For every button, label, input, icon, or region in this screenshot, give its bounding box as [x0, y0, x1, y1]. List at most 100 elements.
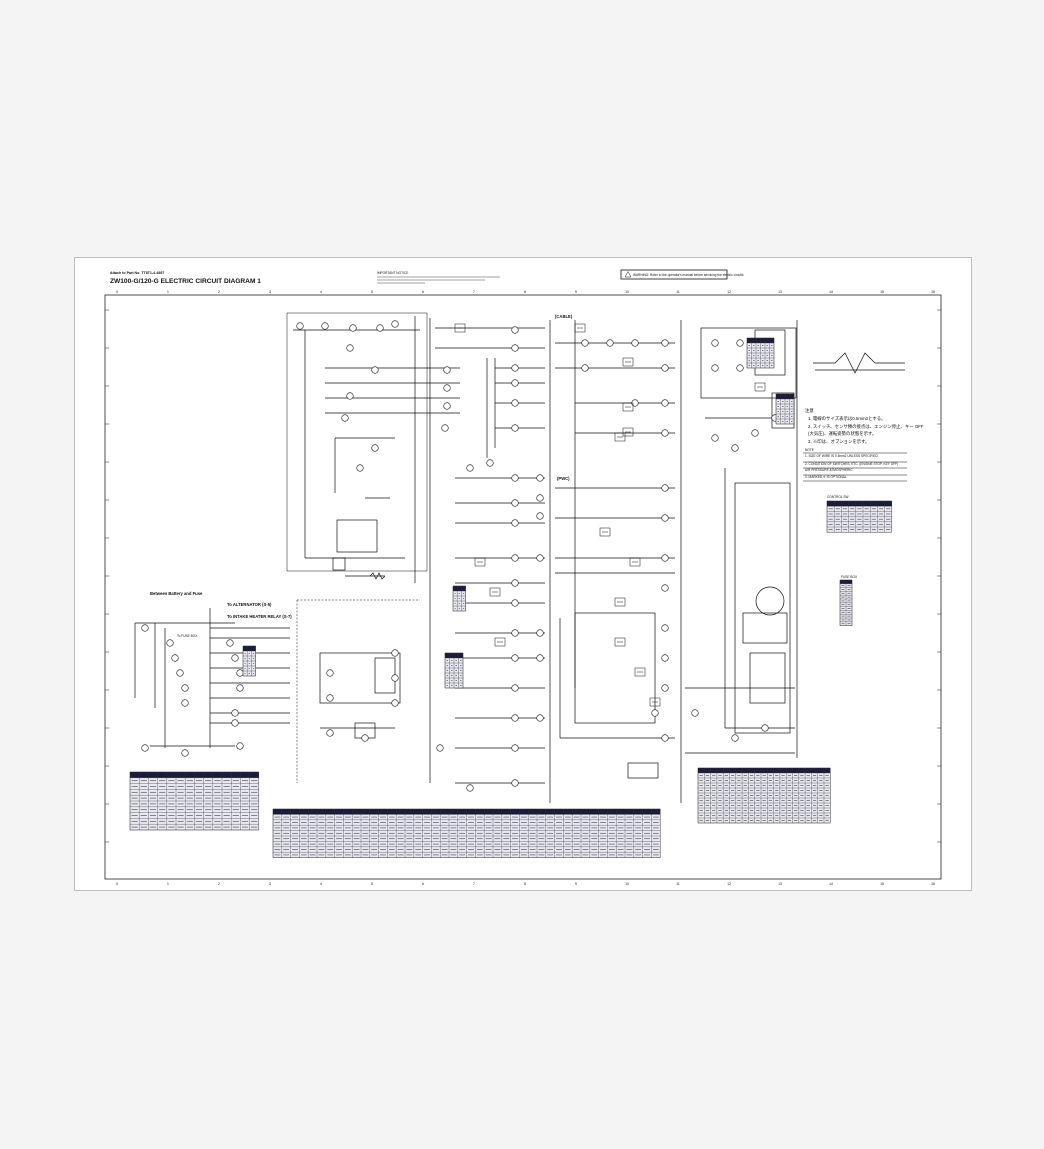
component-terminal-icon [661, 684, 669, 692]
zone-number-top: 3 [269, 290, 271, 294]
relay-icon [474, 557, 486, 567]
component-terminal-icon [391, 320, 399, 328]
component-terminal-icon [736, 364, 744, 372]
component-terminal-icon [236, 669, 244, 677]
part-number: Attach to Part No. TT8T1-4-4897 [110, 271, 164, 275]
intake-heater-label: To INTAKE HEATER RELAY (S-7) [227, 614, 292, 619]
connector-table-3 [444, 652, 464, 689]
relay-icon [629, 557, 641, 567]
alternator-label: To ALTERNATOR (S-5) [227, 602, 272, 607]
component-terminal-icon [466, 784, 474, 792]
zone-col-left [105, 309, 109, 843]
component-terminal-icon [443, 384, 451, 392]
component-terminal-icon [581, 364, 589, 372]
component-terminal-icon [511, 519, 519, 527]
note-line-1: 1. 電線のサイズ表示は0.5mm2とする。 [808, 415, 886, 422]
component-terminal-icon [711, 364, 719, 372]
zone-number-top: 6 [422, 290, 424, 294]
connector-table-2 [775, 393, 795, 425]
component-terminal-icon [661, 484, 669, 492]
zone-number-top: 10 [625, 290, 629, 294]
zone-number-top: 16 [931, 290, 935, 294]
component-terminal-icon [391, 649, 399, 657]
relay-icon [622, 427, 634, 437]
relay-icon [614, 597, 626, 607]
fuse-box-label: To FUSE BOX [177, 634, 198, 638]
relay-icon [489, 587, 501, 597]
fuse-box-table [839, 579, 853, 626]
battery-block-label: Between Battery and Fuse [150, 591, 203, 596]
component-terminal-icon [181, 749, 189, 757]
component-terminal-icon [661, 429, 669, 437]
component-terminal-icon [226, 639, 234, 647]
english-note-1: 1. SIZE OF WIRE IS 0.5mm2 UNLESS SPECIFI… [805, 454, 879, 458]
component-terminal-icon [326, 694, 334, 702]
component-terminal-icon [536, 474, 544, 482]
zone-number-bottom: 7 [473, 882, 475, 886]
relay-icon [634, 667, 646, 677]
component-terminal-icon [606, 339, 614, 347]
component-terminal-icon [536, 654, 544, 662]
component-terminal-icon [536, 629, 544, 637]
component-terminal-icon [361, 734, 369, 742]
component-terminal-icon [661, 624, 669, 632]
note-line-4: 3. ※印は、オプションを示す。 [808, 438, 870, 445]
zone-number-bottom: 4 [320, 882, 322, 886]
component-terminal-icon [511, 344, 519, 352]
component-terminal-icon [356, 464, 364, 472]
zone-number-bottom: 16 [931, 882, 935, 886]
wire-tables [129, 337, 892, 858]
component-terminal-icon [536, 714, 544, 722]
relay-icon [649, 697, 661, 707]
component-terminal-icon [236, 742, 244, 750]
english-note-4: 3. MARKED ※ IS OPTIONAL. [805, 475, 848, 479]
zone-number-top: 5 [371, 290, 373, 294]
component-terminal-icon [349, 324, 357, 332]
component-terminal-icon [391, 674, 399, 682]
english-note-2: 2. CONDITION OF SWITCHES, ETC. (ENGINE S… [805, 462, 898, 466]
component-terminal-icon [511, 629, 519, 637]
component-terminal-icon [511, 364, 519, 372]
relay-icon [454, 323, 466, 333]
component-terminal-icon [466, 464, 474, 472]
wire-table-left [129, 771, 259, 831]
component-terminal-icon [371, 366, 379, 374]
component-terminal-icon [511, 326, 519, 334]
wire-table-right [697, 767, 831, 824]
fuse-box-caption: FUSE BOX [841, 575, 858, 579]
relay-symbols [454, 323, 766, 707]
component-terminal-icon [511, 474, 519, 482]
component-terminal-icon [691, 709, 699, 717]
zone-number-bottom: 8 [524, 882, 526, 886]
component-terminal-icon [651, 709, 659, 717]
zone-number-top: 12 [727, 290, 731, 294]
warning-text: WARNING: Refer to the operator's manual … [633, 273, 745, 277]
relay-icon [574, 323, 586, 333]
control-sw-label: CONTROL SW [827, 495, 849, 499]
component-terminal-icon [231, 654, 239, 662]
component-terminal-icon [181, 684, 189, 692]
relay-icon [614, 432, 626, 442]
zone-number-top: 9 [575, 290, 577, 294]
component-terminal-icon [176, 669, 184, 677]
connector-table-4 [452, 585, 466, 612]
wire-table-bottom [272, 808, 661, 858]
english-notes-heading: NOTE [805, 448, 814, 452]
component-terminal-icon [511, 714, 519, 722]
component-terminal-icon [661, 584, 669, 592]
component-terminal-icon [181, 699, 189, 707]
zone-number-bottom: 12 [727, 882, 731, 886]
zone-number-bottom: 14 [829, 882, 833, 886]
component-terminal-icon [536, 554, 544, 562]
zone-number-top: 8 [524, 290, 526, 294]
component-terminal-icon [511, 424, 519, 432]
component-terminal-icon [141, 744, 149, 752]
component-terminal-icon [166, 639, 174, 647]
zone-number-bottom: 15 [880, 882, 884, 886]
component-terminal-icon [711, 434, 719, 442]
component-terminal-icon [511, 399, 519, 407]
zone-number-bottom: 2 [218, 882, 220, 886]
